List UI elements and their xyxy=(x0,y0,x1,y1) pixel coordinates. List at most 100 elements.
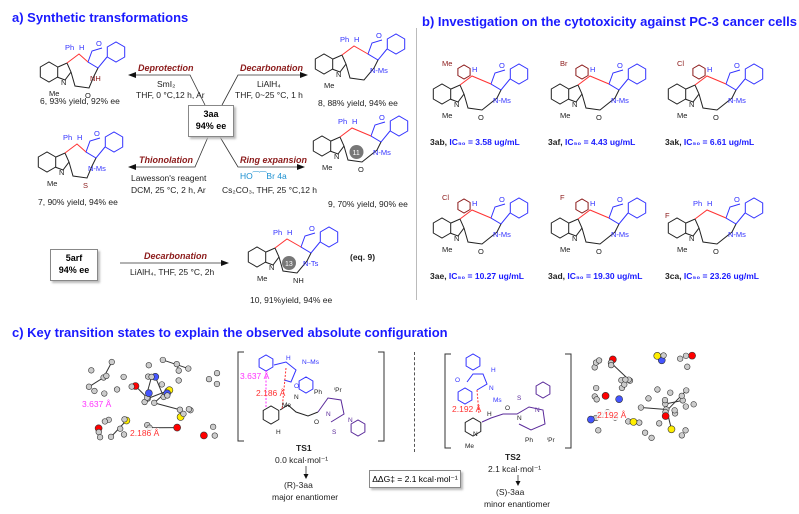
atom-label: Ph xyxy=(314,389,322,396)
compound-box-5arf: 5arf 94% ee xyxy=(50,249,98,281)
nitrogen-group-label: N-Ms xyxy=(88,164,106,173)
new-bond xyxy=(274,238,302,249)
atom-label: Me xyxy=(465,443,474,450)
medium-ring xyxy=(345,59,379,81)
benzofuran-benzene-ring xyxy=(389,115,409,137)
compound-label: 3ca, IC₅₀ = 23.26 ug/mL xyxy=(665,271,759,281)
ic50-value: IC₅₀ = 23.26 ug/mL xyxy=(683,271,759,281)
atom xyxy=(682,403,689,410)
ring-size-label: 13 xyxy=(285,261,293,268)
conditions-deprotection: THF, 0 °C,12 h, Ar xyxy=(136,90,205,100)
carbonyl-label: O xyxy=(85,91,91,100)
atom xyxy=(148,373,155,380)
atom-label: N xyxy=(473,431,478,438)
arrowhead xyxy=(128,164,136,170)
ring-size-badge xyxy=(349,145,364,159)
methyl-label: Me xyxy=(442,111,452,120)
benzofuran-benzene-ring xyxy=(106,41,126,63)
aryl-ring xyxy=(457,64,471,80)
conditions-decarbonation-2: LiAlH₄, THF, 25 °C, 2h xyxy=(130,267,215,277)
medium-ring xyxy=(68,157,97,179)
atom xyxy=(185,365,192,372)
atom-label: H xyxy=(286,355,291,362)
aryl-ring xyxy=(575,64,589,80)
hydrogen-label: H xyxy=(287,228,292,237)
dienyl-chain xyxy=(279,404,319,417)
indole-benzene-ring xyxy=(667,83,687,105)
atom-label: Me xyxy=(282,402,291,409)
compound-name: 3aa xyxy=(203,109,219,119)
atom-label: S xyxy=(332,429,337,436)
atom xyxy=(667,425,676,434)
atom xyxy=(629,418,638,426)
hydrogen-label: H xyxy=(707,199,712,208)
benzofuran-benzene-ring xyxy=(319,226,339,248)
ts2-product: (S)-3aa xyxy=(496,487,525,497)
nitrogen-group-label: N-Ts xyxy=(303,259,319,268)
left-bracket xyxy=(444,353,451,449)
bond xyxy=(640,407,667,410)
atom xyxy=(173,423,181,432)
tetrahydropyrimidine-ring xyxy=(317,397,345,423)
atom xyxy=(593,384,600,392)
arrowhead xyxy=(128,72,136,78)
atom xyxy=(113,386,121,393)
atom xyxy=(641,429,649,436)
atom xyxy=(595,357,603,364)
atom xyxy=(85,383,93,390)
hydrogen-label: H xyxy=(707,65,712,74)
conditions-ring-expansion: Cs₂CO₃, THF, 25 °C,12 h xyxy=(222,185,318,195)
carbonyl-label: O xyxy=(713,113,719,122)
delta-delta-g-box: ΔΔG‡ = 2.1 kcal·mol⁻¹ xyxy=(369,470,461,488)
section-b-title: b) Investigation on the cytotoxicity aga… xyxy=(422,14,797,29)
atom xyxy=(205,376,213,383)
indole-benzene-ring xyxy=(550,83,570,105)
medium-ring xyxy=(698,223,737,245)
forming-bond-dash xyxy=(281,367,287,411)
medium-ring xyxy=(581,89,620,111)
3d-model-ts2 xyxy=(587,351,697,441)
compound-id: 3ad xyxy=(548,271,563,281)
new-bond xyxy=(64,143,87,154)
medium-ring xyxy=(278,252,312,274)
reaction-label-ring-expansion: Ring expansion xyxy=(240,155,308,165)
bond xyxy=(154,402,181,411)
atom xyxy=(211,432,218,439)
atom xyxy=(690,401,697,408)
atom xyxy=(180,410,187,417)
indole-nitrogen-label: N xyxy=(454,100,459,109)
carbonyl-label: O xyxy=(478,247,484,256)
arrow-deprotection xyxy=(130,74,206,106)
atom xyxy=(213,370,221,377)
compound-id: 3ae xyxy=(430,271,445,281)
reagent-decarbonation: LiAlH₄ xyxy=(257,79,281,89)
section-a-title: a) Synthetic transformations xyxy=(12,10,189,25)
forming-bond-dash xyxy=(476,389,480,415)
compound-id: 3af xyxy=(548,137,561,147)
model-left-distance-1: 3.637 Å xyxy=(82,399,112,409)
nitrogen-group-label: N-Ms xyxy=(728,96,746,105)
indole-nitrogen-label: N xyxy=(336,70,341,79)
indole-benzene-ring xyxy=(39,61,59,83)
nitrogen-group-label: N-Ms xyxy=(493,230,511,239)
nitrogen-group-label: NH xyxy=(90,74,101,83)
indole-benzene-ring xyxy=(432,83,452,105)
benzofuran-ring xyxy=(273,361,297,383)
reaction-label-decarbonation: Decarbonation xyxy=(240,63,304,73)
atom xyxy=(671,407,678,414)
arrow-ring-expansion xyxy=(219,136,302,168)
ic50-value: IC₅₀ = 19.30 ug/mL xyxy=(567,271,643,281)
atom xyxy=(117,425,124,432)
left-bracket xyxy=(237,351,244,442)
atom-label: H xyxy=(491,367,496,374)
atom-label: H xyxy=(276,429,281,436)
indole-benzene-ring xyxy=(37,151,57,173)
reagent-deprotection: SmI₂ xyxy=(157,79,176,89)
benzofuran-benzene-ring xyxy=(298,376,314,394)
hydrogen-label: H xyxy=(590,65,595,74)
indole-nitrogen-label: N xyxy=(269,263,274,272)
